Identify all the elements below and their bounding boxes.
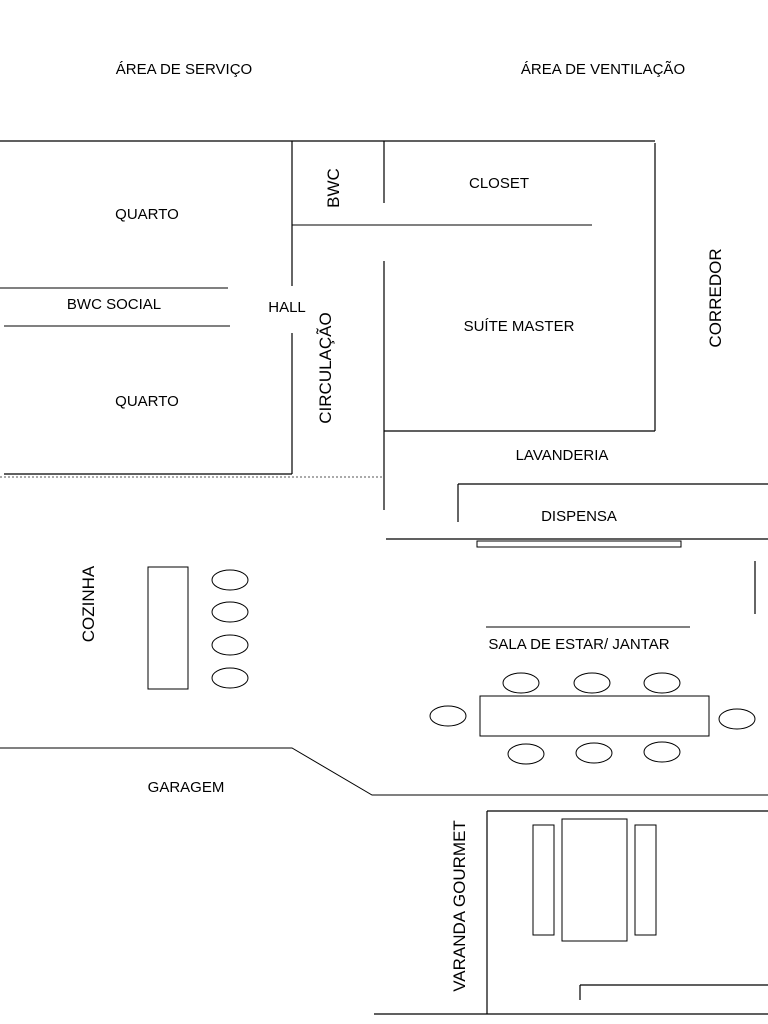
dining-chair xyxy=(643,672,681,694)
label-bwc-social: BWC SOCIAL xyxy=(67,296,161,313)
label-quarto-1: QUARTO xyxy=(115,206,179,223)
walls-suite xyxy=(292,140,656,510)
kitchen-stool xyxy=(211,601,249,623)
dining-furniture xyxy=(429,672,756,765)
dining-table xyxy=(479,695,710,737)
kitchen-stool xyxy=(211,634,249,656)
dining-chair xyxy=(643,741,681,763)
label-area-servico: ÁREA DE SERVIÇO xyxy=(116,61,252,78)
dining-chair xyxy=(575,742,613,764)
kitchen-stool xyxy=(211,667,249,689)
label-varanda: VARANDA GOURMET xyxy=(450,820,469,992)
kitchen-furniture xyxy=(147,566,249,690)
kitchen-stool xyxy=(211,569,249,591)
kitchen-counter xyxy=(147,566,189,690)
label-cozinha: COZINHA xyxy=(79,565,98,642)
label-garagem: GARAGEM xyxy=(148,779,225,796)
label-hall: HALL xyxy=(268,299,306,316)
label-quarto-2: QUARTO xyxy=(115,393,179,410)
varanda-bench xyxy=(532,824,555,936)
label-dispensa: DISPENSA xyxy=(541,508,617,525)
walls-service xyxy=(386,483,768,628)
varanda-furniture xyxy=(532,818,657,942)
walls-garage xyxy=(0,747,768,796)
label-sala: SALA DE ESTAR/ JANTAR xyxy=(488,636,669,653)
dining-chair xyxy=(573,672,611,694)
label-corredor: CORREDOR xyxy=(706,248,725,347)
dining-chair xyxy=(429,705,467,727)
label-bwc: BWC xyxy=(324,168,343,208)
walls-bedrooms xyxy=(0,140,293,475)
varanda-bench xyxy=(634,824,657,936)
dining-chair xyxy=(502,672,540,694)
dining-chair xyxy=(718,708,756,730)
label-lavanderia: LAVANDERIA xyxy=(516,447,609,464)
dining-chair xyxy=(507,743,545,765)
label-closet: CLOSET xyxy=(469,175,529,192)
walls-varanda xyxy=(374,810,768,1015)
label-area-ventilacao: ÁREA DE VENTILAÇÃO xyxy=(521,61,685,78)
label-circulacao: CIRCULAÇÃO xyxy=(316,312,335,423)
dispensa-counter xyxy=(476,540,682,548)
varanda-table xyxy=(561,818,628,942)
label-suite-master: SUÍTE MASTER xyxy=(464,318,575,335)
